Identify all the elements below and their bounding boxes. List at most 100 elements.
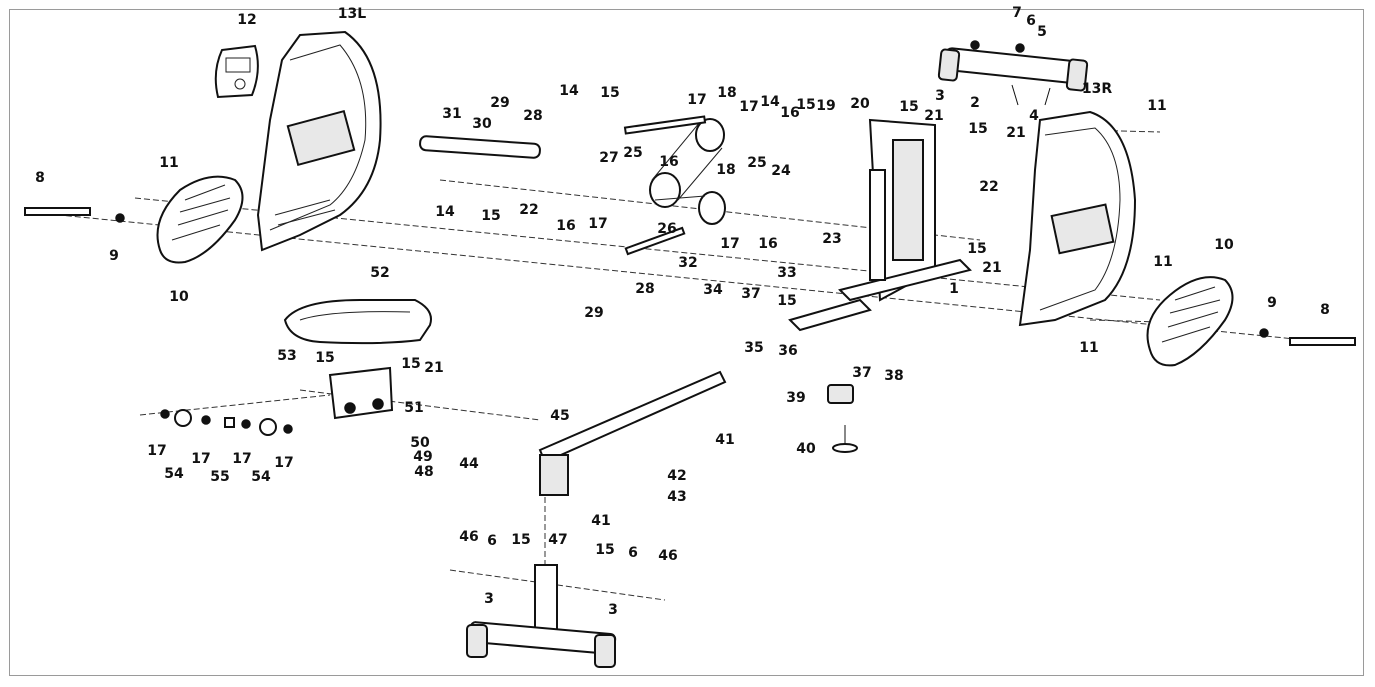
part-label-7: 7 [1012, 5, 1022, 21]
left-side-cover-13l [256, 30, 382, 252]
part-label-11: 11 [159, 155, 178, 171]
part-label-9: 9 [109, 248, 119, 264]
part-label-12: 12 [237, 12, 256, 28]
part-label-11: 11 [1079, 340, 1098, 356]
part-label-45: 45 [550, 408, 569, 424]
part-label-10: 10 [1214, 237, 1234, 253]
part-label-13L: 13L [338, 6, 366, 22]
part-label-14: 14 [435, 204, 455, 220]
part-label-17: 17 [720, 236, 739, 252]
part-label-37: 37 [741, 286, 760, 302]
seat-rail-45 [538, 370, 727, 496]
part-label-17: 17 [687, 92, 706, 108]
part-label-25: 25 [623, 145, 642, 161]
part-label-13R: 13R [1082, 81, 1112, 97]
part-label-41: 41 [591, 513, 610, 529]
part-label-6: 6 [628, 545, 638, 561]
part-label-6: 6 [1026, 13, 1036, 29]
part-label-53: 53 [277, 348, 296, 364]
part-label-28: 28 [523, 108, 542, 124]
part-label-21: 21 [1006, 125, 1025, 141]
part-label-21: 21 [924, 108, 943, 124]
rear-stabilizer-47 [466, 564, 617, 668]
right-side-cover-13r [1018, 110, 1137, 327]
part-label-16: 16 [758, 236, 777, 252]
part-label-17: 17 [274, 455, 293, 471]
part-label-39: 39 [786, 390, 805, 406]
part-label-9: 9 [1267, 295, 1277, 311]
part-label-28: 28 [635, 281, 654, 297]
part-label-15: 15 [481, 208, 500, 224]
main-frame-1 [788, 118, 972, 332]
part-label-3: 3 [935, 88, 945, 104]
part-label-15: 15 [315, 350, 334, 366]
part-label-20: 20 [850, 96, 870, 112]
part-label-15: 15 [401, 356, 420, 372]
part-label-16: 16 [556, 218, 575, 234]
part-label-46: 46 [459, 529, 478, 545]
tension-knob-39-40 [827, 384, 858, 453]
part-label-26: 26 [657, 221, 676, 237]
part-label-17: 17 [191, 451, 210, 467]
part-label-41: 41 [715, 432, 734, 448]
part-label-43: 43 [667, 489, 686, 505]
part-label-18: 18 [717, 85, 736, 101]
part-label-24: 24 [771, 163, 791, 179]
part-label-15: 15 [595, 542, 614, 558]
flywheel-belt-assembly [623, 115, 726, 256]
part-label-3: 3 [484, 591, 494, 607]
part-label-8: 8 [1320, 302, 1330, 318]
part-label-15: 15 [899, 99, 918, 115]
part-label-15: 15 [968, 121, 987, 137]
part-label-8: 8 [35, 170, 45, 186]
part-label-4: 4 [1029, 108, 1039, 124]
part-label-35: 35 [744, 340, 763, 356]
part-label-29: 29 [584, 305, 603, 321]
part-label-2: 2 [970, 95, 980, 111]
part-label-5: 5 [1037, 24, 1047, 40]
part-label-17: 17 [588, 216, 607, 232]
drawing-frame [9, 9, 1364, 676]
console-12 [214, 44, 259, 99]
part-label-23: 23 [822, 231, 841, 247]
pedal-axle-8-left [24, 207, 125, 223]
part-label-44: 44 [459, 456, 479, 472]
part-label-17: 17 [739, 99, 758, 115]
part-label-36: 36 [778, 343, 797, 359]
part-label-21: 21 [982, 260, 1001, 276]
part-label-17: 17 [147, 443, 166, 459]
part-label-10: 10 [169, 289, 189, 305]
part-label-22: 22 [519, 202, 538, 218]
part-label-32: 32 [678, 255, 697, 271]
part-label-21: 21 [424, 360, 443, 376]
part-label-54: 54 [251, 469, 271, 485]
pedal-left-10 [156, 175, 244, 264]
part-label-14: 14 [559, 83, 579, 99]
part-label-37: 37 [852, 365, 871, 381]
part-label-30: 30 [472, 116, 492, 132]
part-label-31: 31 [442, 106, 461, 122]
part-label-52: 52 [370, 265, 389, 281]
part-label-29: 29 [490, 95, 509, 111]
part-label-15: 15 [777, 293, 796, 309]
part-label-15: 15 [796, 97, 815, 113]
part-label-25: 25 [747, 155, 766, 171]
seat-rollers-54 [160, 409, 293, 436]
part-label-17: 17 [232, 451, 251, 467]
front-stabilizer-top-2 [937, 40, 1089, 106]
part-label-54: 54 [164, 466, 184, 482]
pedal-axle-8-right [1259, 328, 1356, 346]
part-label-55: 55 [210, 469, 229, 485]
part-label-19: 19 [816, 98, 835, 114]
part-label-38: 38 [884, 368, 903, 384]
part-label-1: 1 [949, 281, 959, 297]
handlebar-31 [419, 135, 541, 159]
part-label-34: 34 [703, 282, 723, 298]
part-label-46: 46 [658, 548, 677, 564]
part-label-18: 18 [716, 162, 735, 178]
part-label-15: 15 [967, 241, 986, 257]
part-label-6: 6 [487, 533, 497, 549]
part-label-3: 3 [608, 602, 618, 618]
part-label-27: 27 [599, 150, 618, 166]
part-label-40: 40 [796, 441, 816, 457]
